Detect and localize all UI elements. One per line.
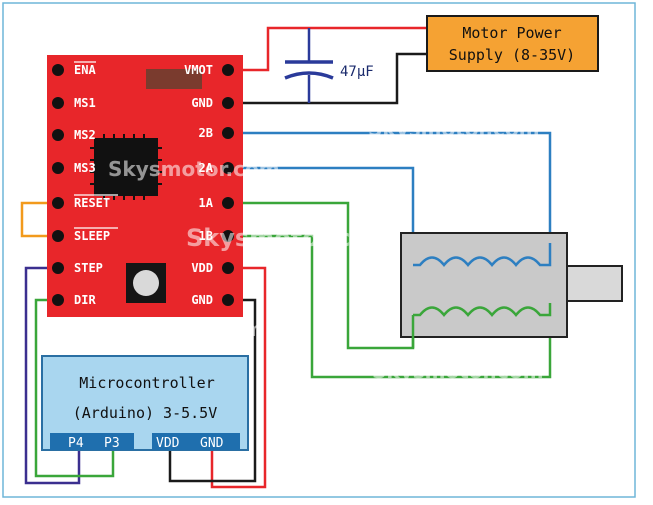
wire-2b bbox=[228, 131, 552, 243]
pin-label-sleep: SLEEP bbox=[74, 229, 110, 243]
power-supply-line1: Motor Power bbox=[462, 24, 561, 42]
capacitor-label: 47µF bbox=[340, 64, 374, 80]
pin-label-reset: RESET bbox=[74, 196, 110, 210]
watermark-3: Skysmotor.com bbox=[186, 224, 392, 252]
pin-label-1b: 1B bbox=[199, 229, 213, 243]
pin-label-vmot: VMOT bbox=[184, 63, 213, 77]
pin-label-1a: 1A bbox=[199, 196, 214, 210]
microcontroller-pin-bar-right bbox=[152, 433, 240, 450]
wire-step bbox=[24, 266, 81, 485]
mc-pin-gnd: GND bbox=[200, 436, 224, 451]
motor-coil-b bbox=[413, 243, 552, 267]
potentiometer-knob bbox=[133, 270, 159, 296]
microcontroller-title: Microcontroller bbox=[79, 374, 214, 392]
motor-shaft bbox=[566, 265, 623, 302]
wire-reset-sleep bbox=[20, 201, 58, 238]
pin-label-ms3: MS3 bbox=[74, 161, 96, 175]
watermark-4: Skysmotor.com bbox=[92, 317, 264, 341]
motor-coil-a bbox=[413, 303, 552, 317]
capacitor-plate-bottom bbox=[284, 71, 334, 80]
wire-vdd bbox=[210, 266, 267, 489]
watermark-1: Skysmotor.com bbox=[368, 117, 540, 141]
driver-chip bbox=[94, 138, 158, 196]
pin-label-ms2: MS2 bbox=[74, 128, 96, 142]
watermark-5: Skysmotor.com bbox=[372, 359, 544, 383]
microcontroller-subtitle: (Arduino) 3-5.5V bbox=[73, 404, 218, 422]
pin-label-dir: DIR bbox=[74, 293, 96, 307]
power-supply-line2: Supply (8-35V) bbox=[449, 46, 575, 64]
board-resistor bbox=[146, 69, 202, 89]
pin-label-2b: 2B bbox=[199, 126, 213, 140]
wire-dir bbox=[34, 298, 115, 478]
pin-label-2a: 2A bbox=[199, 161, 214, 175]
right-pin-dots bbox=[222, 64, 234, 306]
microcontroller-pin-bar-left bbox=[50, 433, 134, 450]
motor-power-supply bbox=[426, 15, 599, 72]
wire-logic-gnd bbox=[168, 298, 257, 483]
pin-label-vdd: VDD bbox=[191, 261, 213, 275]
mc-pin-p3: P3 bbox=[104, 436, 120, 451]
pin-label-step: STEP bbox=[74, 261, 103, 275]
mc-pin-vdd: VDD bbox=[156, 436, 180, 451]
pin-label-gnd-logic: GND bbox=[191, 293, 213, 307]
chip-pins bbox=[90, 134, 162, 200]
watermark-2: Skysmotor.com bbox=[108, 157, 280, 181]
motor-body bbox=[400, 232, 568, 338]
left-pin-dots bbox=[52, 64, 64, 306]
wire-vmot bbox=[228, 26, 427, 72]
pin-label-ms1: MS1 bbox=[74, 96, 96, 110]
pin-label-ena: ENA bbox=[74, 63, 96, 77]
wire-motor-gnd bbox=[228, 52, 427, 105]
mc-pin-p4: P4 bbox=[68, 436, 84, 451]
wire-1b bbox=[228, 234, 552, 379]
pin-label-gnd-motor: GND bbox=[191, 96, 213, 110]
